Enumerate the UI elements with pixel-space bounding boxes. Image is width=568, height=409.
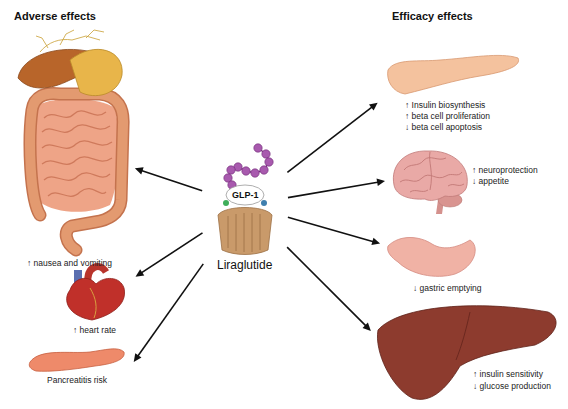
arrowhead [377,179,386,186]
molecule-illustration [218,144,273,255]
effect-text: ↑ nausea and vomiting [27,258,112,269]
organ-node: ↑ nausea and vomiting [8,32,132,274]
arrowhead [135,167,144,174]
organ-node: ↑ neuroprotection↓ appetite [388,148,548,214]
effect-text: ↑ insulin sensitivity [473,369,543,380]
heart-illustration [67,267,125,320]
arrow-connector [287,103,377,173]
arrowhead [136,269,145,277]
effect-text: Pancreatitis risk [47,375,107,386]
organ-node: ↑ Insulin biosynthesis↑ beta cell prolif… [380,48,525,134]
arrowhead [363,323,371,331]
effect-text: ↑ heart rate [73,325,116,336]
molecule-label: GLP-1 [232,190,259,201]
connector-line [287,106,372,172]
stomach-illustration [388,238,476,277]
arrow-connector [136,233,203,277]
arrowhead [369,103,378,111]
pancreas-illustration [29,349,124,371]
arrowhead [134,353,142,362]
arrow-connector [287,247,371,331]
effect-text: ↑ neuroprotection [472,165,538,176]
organ-node: Pancreatitis risk [22,348,132,392]
effect-text: ↓ glucose production [473,381,551,392]
arrow-connector [134,264,204,362]
liver-illustration [377,306,556,400]
organ-node: ↑ heart rate [55,268,133,340]
organ-node: ↑ insulin sensitivity↓ glucose productio… [373,303,562,405]
pancreas-illustration [388,55,519,94]
arrowhead [371,238,380,245]
column-heading: Efficacy effects [392,10,473,23]
connector-line [141,233,203,274]
connector-line [287,247,367,327]
brain-illustration [393,151,467,214]
arrow-connector [288,179,385,198]
effect-text: ↓ gastric emptying [413,283,482,294]
connector-line [288,182,379,198]
digestive-tract-illustration [18,30,123,250]
drug-name: Liraglutide [217,258,272,272]
connector-line [137,264,203,357]
column-heading: Adverse effects [14,10,96,23]
connector-line [288,217,374,242]
arrow-connector [135,167,202,191]
effect-text: ↓ beta cell apoptosis [405,122,482,133]
effect-text: ↑ Insulin biosynthesis [405,100,485,111]
organ-node: ↓ gastric emptying [383,232,505,298]
drug-node: GLP-1Liraglutide [205,140,285,282]
effect-text: ↑ beta cell proliferation [405,111,490,122]
arrow-connector [288,217,380,245]
connector-line [141,170,203,191]
effect-text: ↓ appetite [472,176,509,187]
